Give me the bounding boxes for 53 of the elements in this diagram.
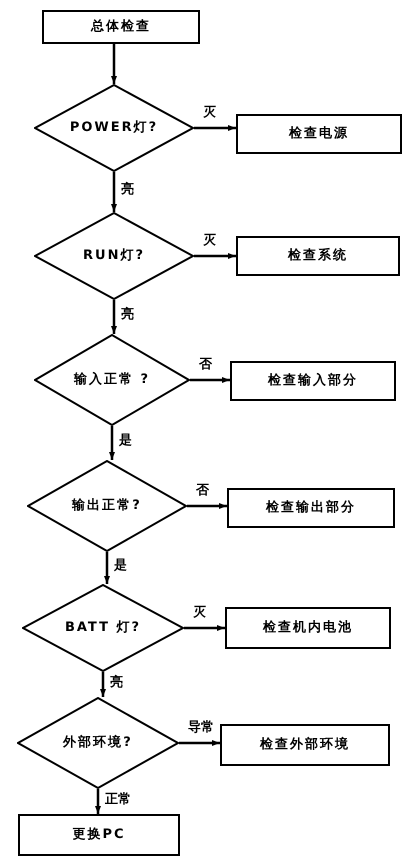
arrow [111,300,117,334]
node-text: 更换PC [72,826,126,844]
arrow [187,503,227,509]
edge-label: 否 [195,484,210,497]
edge-label: 正常 [104,792,132,806]
edge-label: 亮 [109,676,124,688]
process-box [225,607,391,649]
edge-label: 否 [198,358,213,371]
edge-label: 灭 [202,234,217,247]
node-text: BATT 灯? [64,619,142,638]
arrow [109,426,115,460]
edge-label: 亮 [120,183,135,196]
process-box [220,724,390,766]
node-text: 输出正常? [72,497,142,516]
node-text: 检查电源 [289,125,349,144]
decision-diamond [34,334,190,426]
edge-label: 灭 [202,106,217,119]
edge-label: 导常 [187,721,215,734]
process-box [42,10,200,44]
node-text: RUN灯? [83,247,145,266]
arrow [111,172,117,212]
process-box [236,114,402,154]
arrow [111,44,117,84]
process-box [236,236,400,276]
edge-label: 灭 [192,606,207,619]
arrow [179,740,220,746]
node-text: 输入正常 ? [74,370,150,390]
arrow [100,672,106,697]
node-text: POWER灯? [70,119,158,138]
node-text: 检查输入部分 [268,372,358,390]
node-text: 总体检查 [91,18,151,36]
decision-diamond [34,84,194,172]
edge-label: 亮 [120,308,135,321]
arrow [104,552,110,584]
process-box [18,814,180,856]
process-box [230,361,396,401]
node-text: 检查外部环境 [260,736,350,754]
node-text: 检查系统 [288,246,348,266]
node-text: 检查输出部分 [266,498,356,518]
decision-diamond [34,212,194,300]
arrow [190,377,230,383]
edge-label: 是 [113,559,128,572]
decision-diamond [22,584,184,672]
decision-diamond [27,460,187,552]
edge-label: 是 [118,434,133,447]
arrow [184,625,225,631]
arrow [95,789,101,814]
node-text: 检查机内电池 [263,619,353,638]
arrow [194,253,236,259]
process-box [227,488,395,528]
decision-diamond [17,697,179,789]
arrow [194,125,236,131]
node-text: 外部环境? [63,734,133,752]
